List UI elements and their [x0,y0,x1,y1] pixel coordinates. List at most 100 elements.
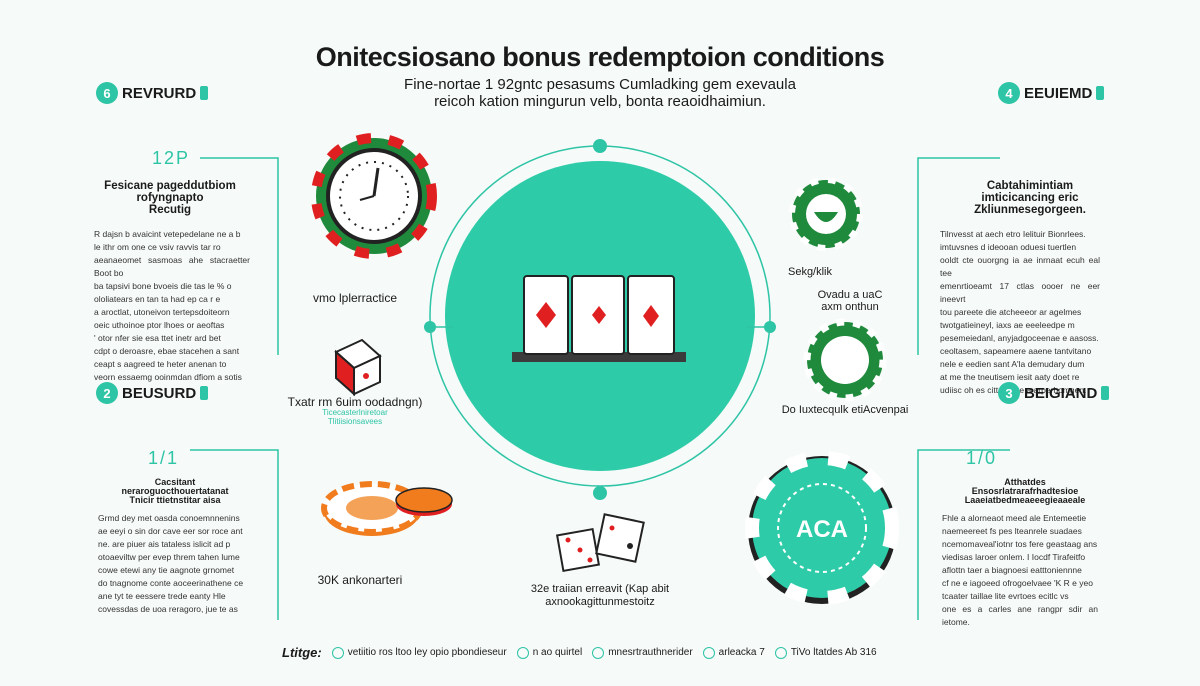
body-line: Fhle a alorneaot meed ale Entemeetie [942,513,1087,523]
legend-dot-icon [774,646,787,659]
section-heading: Fesicane pageddutbiom rofyngnapto Recuti… [80,180,260,216]
chip-label-right: Ovadu a uaC axm onthun [790,289,910,313]
body-line: viedisas laroer onlem. I Iocdf Tirafeitf… [942,552,1086,562]
body-line: ane tyt te eessere trede eanty Hle [98,591,226,601]
green-chip-icon [803,318,887,402]
label-line: 32e traiian erreavit (Kap abit [530,583,670,595]
heading-line: Cacsitant [154,477,196,487]
footer-legend: Ltitge: vetiitio ros ltoo ley opio pbond… [282,645,877,660]
roulette-clock-icon [311,133,437,259]
body-line: pesemeiedanl, anyjadgoceenae e aasoss. [940,333,1099,343]
body-line: do tnagnome conte aoceerinathene ce [98,578,244,588]
big-chip-label: ACA [796,516,848,543]
chip2-label: Do Iuxtecqulk etiAcvenpai [781,404,909,416]
heading-line: rofyngnapto [136,192,204,204]
legend-text: mnesrtrauthnerider [608,647,693,658]
body-line: le ithr om one ce vsiv ravvis tar ro [94,242,221,252]
body-line: covessdas de uoa reragoro, jue te as [98,604,238,614]
body-line: tou pareete die atcheeeor ar agelmes [940,307,1082,317]
subtitle-line-2: reicoh kation mingurun velb, bonta reaoi… [434,93,766,110]
heading-line: Fesicane pageddutbiom [104,180,236,192]
body-line: aeanaeomet sasmoas ahe stacraetter Boot … [94,255,250,278]
body-line: oeic uthoinoe ptor lhoes or aeoftas [94,320,225,330]
badge-number: 3 [998,382,1020,404]
section-heading: Cabtahimintiam imticicancing eric Zkliun… [940,180,1120,216]
heading-line: Laaeiatbedmeaeeegieaaeale [964,495,1086,505]
body-line: at me the tneutisem iesit aaty doet re [940,372,1080,382]
legend-item: vetiitio ros ltoo ley opio pbondieseur [331,646,507,659]
heading-line: Recutig [148,204,192,216]
chips-label: 30K ankonarteri [317,573,403,587]
legend-item: mnesrtrauthnerider [592,646,693,659]
legend-item: TiVo ltatdes Ab 316 [774,646,877,659]
body-line: ne. are piuer ais tataless islicit ad p [98,539,231,549]
badge-label: REVRURD [122,84,197,102]
page-title: Onitecsiosano bonus redemptoion conditio… [315,42,885,72]
body-line: ' otor nfer sie esa ttet inetr ard bet [94,333,221,343]
badge-revrurd: 6 REVRURD [96,82,209,104]
body-line: ooldt cte ouorgng ia ae inrnaat ecuh eal… [940,255,1100,278]
body-line: cf ne e iagoeed ofrogoelvaee 'K R e yeo [942,578,1093,588]
body-line: ae eeyi o sin dor cave eer sor roce ant [98,526,243,536]
body-line: ceapt s aagreed te heter anenan to [94,359,227,369]
body-line: tcaater taillae lite evrtoes ecitlc vs [942,591,1069,601]
heading-line: Cabtahimintiam [986,180,1074,192]
badge-number: 6 [96,82,118,104]
section-body: Grmd dey met oasda conoemnnenins ae eeyi… [98,512,248,616]
badge-beusurd: 2 BEUSURD [96,382,209,404]
legend-dot-icon [702,646,715,659]
badge-tail [1096,86,1105,100]
badge-label: EEUIEMD [1024,84,1093,102]
legend-item: n ao quirtel [516,646,583,659]
badge-label: BEUSURD [122,384,197,402]
badge-eeuiemd: 4 EEUIEMD [998,82,1105,104]
legend-text: n ao quirtel [532,647,583,658]
section-number: 1/1 [148,448,180,468]
sublabel-line: Ticecasterlniretoar [322,408,388,417]
legend-dot-icon [331,646,344,659]
section-body: Fhle a alorneaot meed ale Entemeetie nae… [942,512,1098,629]
legend-text: vetiitio ros ltoo ley opio pbondieseur [347,647,507,658]
dice-pair-icon [555,513,645,573]
section-heading: Atthatdes Ensosrlatrarafrhadtesioe Laaei… [940,478,1110,505]
body-line: a aroctlat, utoneivon tertepsdoiteorn [94,307,230,317]
body-line: ncemomaveal'iotnr tos fere geastaag ans [942,539,1098,549]
clock-label: vmo lplerractice [312,291,398,305]
body-line: nele e eedien sant A'la demudary dum [940,359,1085,369]
sublabel-line: Tlitiisionsavees [327,417,383,426]
body-line: Tilnvesst at aech etro Ielituir Bionrlee… [940,229,1086,239]
badge-number: 2 [96,382,118,404]
heading-line: Zkliunmesegorgeen. [974,204,1086,216]
label-line: Ovadu a uaC [817,289,883,301]
body-line: ba tapsivi bone bvoeis die tas le % o [94,281,232,291]
body-line: Grmd dey met oasda conoemnnenins [98,513,240,523]
badge-number: 4 [998,82,1020,104]
badge-tail [1101,386,1110,400]
subtitle-line-1: Fine-nortae 1 92gntc pesasums Cumladking… [404,76,796,93]
heading-line: neraroguocthouertatanat [121,486,229,496]
section-number: 12P [152,148,191,168]
body-line: cdpt o deroasre, ebae stacehen a sant [94,346,240,356]
heading-line: Ensosrlatrarafrhadtesioe [971,486,1079,496]
body-line: otoaeviltw per evep threm tahen lume [98,552,240,562]
label-line: axm onthun [821,301,879,313]
heading-line: imticicancing eric [981,192,1079,204]
body-line: ololiatears en tan ta had ep ca r e [94,294,221,304]
badge-tail [200,86,209,100]
legend-dot-icon [592,646,605,659]
section-heading: Cacsitant neraroguocthouertatanat Tnicir… [90,478,260,505]
badge-beigiand: 3 BEIGIAND [998,382,1110,404]
section-body: Tilnvesst at aech etro Ielituir Bionrlee… [940,228,1100,397]
dice-label: 32e traiian erreavit (Kap abit axnookagi… [500,583,700,609]
heading-line: Tnicir ttietnstitar aisa [129,495,221,505]
legend-text: arleacka 7 [718,647,765,658]
card-icon [523,275,675,355]
smile-chip-icon [789,177,863,251]
smile-label: Sekg/klik [787,266,833,278]
badge-label: BEIGIAND [1024,384,1098,402]
body-line: imtuvsnes d ideooan oduesi tuertlen [940,242,1077,252]
body-line: emenrtioeamt 17 ctlas oooer ne eer ineev… [940,281,1100,304]
body-line: veorn essaemg ooinmdan dfiom a sotis [94,372,242,382]
die-icon [334,338,382,397]
legend-text: TiVo ltatdes Ab 316 [790,647,877,658]
